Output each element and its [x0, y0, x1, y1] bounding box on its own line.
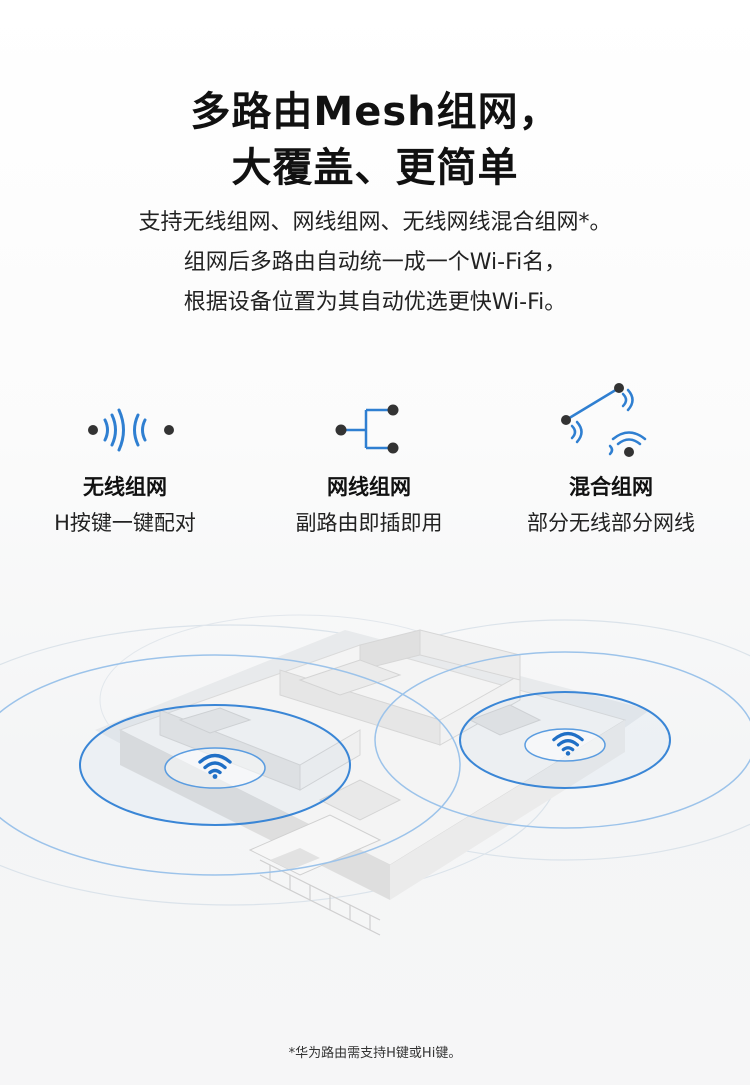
wired-mesh-icon: [244, 380, 494, 464]
headline-line-1: 多路由Mesh组网，: [190, 89, 560, 135]
feature-wired-mesh: 网线组网 副路由即插即用: [244, 380, 494, 540]
footnote: *华为路由需支持H键或Hi键。: [288, 1046, 462, 1061]
wifi-icon: [198, 753, 232, 779]
wireless-mesh-icon: [0, 380, 250, 464]
description-line-2: 组网后多路由自动统一成一个Wi-Fi名，: [183, 250, 567, 275]
feature-title: 网线组网: [327, 475, 411, 499]
feature-subtitle: 副路由即插即用: [295, 511, 443, 535]
feature-title: 无线组网: [83, 475, 167, 499]
feature-title: 混合组网: [569, 475, 653, 499]
wifi-icon: [552, 731, 584, 756]
hybrid-mesh-icon: [486, 380, 736, 464]
description-line-1: 支持无线组网、网线组网、无线网线混合组网*。: [138, 210, 612, 235]
feature-subtitle: 部分无线部分网线: [527, 511, 695, 535]
feature-subtitle: H按键一键配对: [54, 511, 196, 535]
headline-line-2: 大覆盖、更简单: [231, 145, 519, 191]
house-illustration: [0, 560, 750, 1020]
description-line-3: 根据设备位置为其自动优选更快Wi-Fi。: [183, 290, 567, 315]
feature-wireless-mesh: 无线组网 H按键一键配对: [0, 380, 250, 540]
feature-hybrid-mesh: 混合组网 部分无线部分网线: [486, 380, 736, 540]
